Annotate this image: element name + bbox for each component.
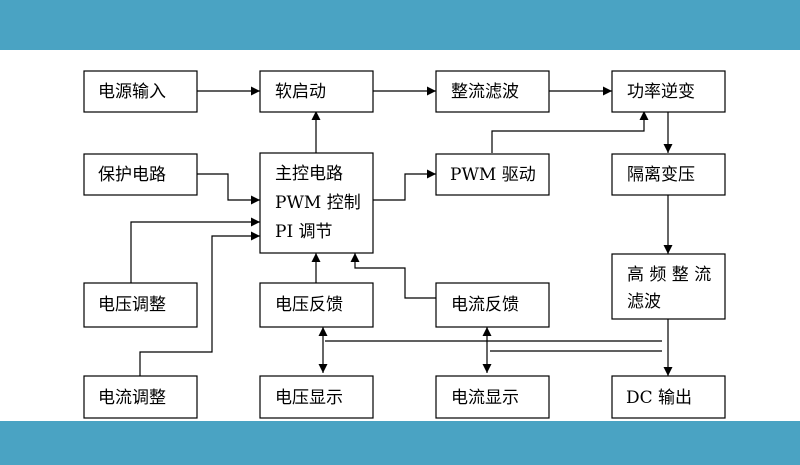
block-power-inverter: 功率逆变	[611, 70, 726, 113]
label-voltage-feedback: 电压反馈	[275, 295, 343, 315]
label-dc-output: DC 输出	[626, 388, 692, 408]
wire-protection-to-control	[197, 173, 260, 205]
wire-control-to-pwmdrive	[373, 169, 436, 201]
block-isolation-transformer: 隔离变压	[611, 153, 726, 196]
label-voltage-display: 电压显示	[275, 388, 343, 408]
label-pwm-drive: PWM 驱动	[450, 165, 536, 185]
label-main-control-3: PI 调节	[275, 222, 333, 242]
block-voltage-feedback: 电压反馈	[259, 282, 374, 328]
bottom-banner	[0, 421, 800, 465]
label-rectifier-filter: 整流滤波	[451, 82, 519, 102]
label-voltage-adjust: 电压调整	[98, 295, 166, 315]
block-current-feedback: 电流反馈	[435, 282, 550, 328]
top-banner	[0, 0, 800, 50]
block-protection: 保护电路	[83, 153, 198, 196]
label-current-feedback: 电流反馈	[451, 295, 519, 315]
label-main-control-1: 主控电路	[275, 164, 343, 184]
block-voltage-adjust: 电压调整	[83, 282, 198, 328]
label-soft-start: 软启动	[275, 82, 326, 102]
connections	[130, 86, 673, 376]
label-current-display: 电流显示	[451, 388, 519, 408]
label-isolation-transformer: 隔离变压	[627, 165, 695, 185]
label-power-inverter: 功率逆变	[627, 82, 695, 102]
label-main-control-2: PWM 控制	[275, 193, 361, 213]
block-dc-output: DC 输出	[611, 375, 726, 419]
block-hf-rectifier-filter: 高 频 整 流 滤波	[611, 253, 726, 320]
wire-voltadjust-to-control	[130, 217, 260, 283]
block-current-display: 电流显示	[435, 375, 550, 419]
label-hf-rectifier-filter-2: 滤波	[627, 292, 661, 312]
wire-pwmdrive-to-inverter	[491, 111, 649, 153]
wire-currfeedback-to-control	[350, 253, 436, 299]
block-voltage-display: 电压显示	[259, 375, 374, 419]
block-pwm-drive: PWM 驱动	[435, 153, 550, 196]
block-main-control: 主控电路 PWM 控制 PI 调节	[259, 152, 374, 254]
label-current-adjust: 电流调整	[98, 388, 166, 408]
label-protection: 保护电路	[98, 165, 166, 185]
wire-curradjust-to-control	[139, 231, 260, 376]
label-power-input: 电源输入	[98, 82, 166, 102]
block-rectifier-filter: 整流滤波	[435, 70, 550, 113]
block-current-adjust: 电流调整	[83, 375, 198, 419]
label-hf-rectifier-filter-1: 高 频 整 流	[627, 265, 711, 285]
block-power-input: 电源输入	[83, 70, 198, 113]
block-soft-start: 软启动	[259, 70, 374, 113]
